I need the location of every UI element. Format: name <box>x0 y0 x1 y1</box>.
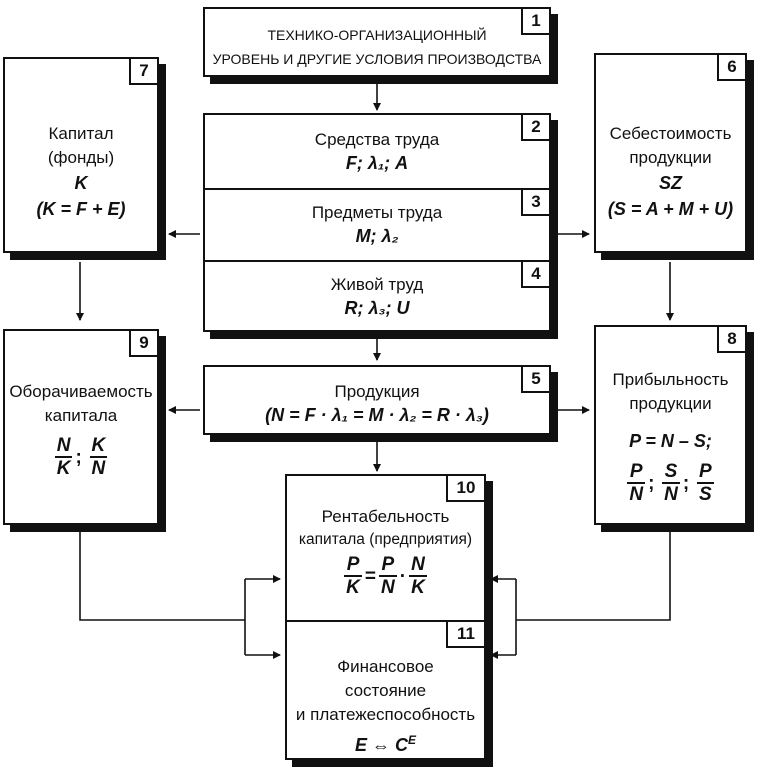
separator <box>205 188 549 190</box>
box-4-title: Живой труд <box>330 275 424 294</box>
box-8-line-1: Прибыльность <box>612 370 729 389</box>
box-3-formula: M; λ₂ <box>355 226 399 246</box>
box-7-line-1: Капитал <box>48 124 114 143</box>
box-7-line-2: (фонды) <box>47 148 115 167</box>
box-10-line-1: Рентабельность <box>321 507 450 526</box>
formula-text: E ⇔ C <box>354 735 408 755</box>
box-number: 5 <box>521 365 551 393</box>
denominator: K <box>346 577 360 598</box>
box-1-line-1: ТЕХНИКО-ОРГАНИЗАЦИОННЫЙ <box>267 27 487 43</box>
box-2-3-4-resources: 2 Средства труда F; λ₁; A 3 Предметы тру… <box>203 113 551 332</box>
ratio-p-over-s: P S <box>696 461 714 505</box>
box-1-conditions: 1 ТЕХНИКО-ОРГАНИЗАЦИОННЫЙ УРОВЕНЬ И ДРУГ… <box>203 7 551 77</box>
box-6-cost: 6 Себестоимость продукции SZ (S = A + M … <box>594 53 747 253</box>
ratio-p-over-n: P N <box>627 461 646 505</box>
ratio-p-over-k: P K <box>344 554 362 598</box>
box-6-line-2: продукции <box>629 148 712 167</box>
line-8-to-10-11 <box>516 530 671 621</box>
box-11-line-3: и платежеспособность <box>295 705 476 724</box>
numerator: P <box>379 554 397 577</box>
ratio-n-over-k: N K <box>54 435 73 479</box>
box-9-ratios: N K ; K N <box>5 435 157 479</box>
denominator: K <box>411 577 425 598</box>
box-8-formula: P = N – S; <box>629 431 712 451</box>
denominator: S <box>698 484 712 505</box>
box-number-11: 11 <box>446 620 486 648</box>
numerator: K <box>89 435 108 458</box>
box-9-line-1: Оборачиваемость <box>9 382 153 401</box>
box-10-formula: P K = P N · N K <box>287 554 484 598</box>
box-number: 9 <box>129 329 159 357</box>
box-5-title: Продукция <box>334 382 420 401</box>
equals-sign: = <box>364 565 377 587</box>
box-number-4: 4 <box>521 260 551 288</box>
box-11-line-1: Финансовое <box>337 657 434 676</box>
numerator: N <box>54 435 73 458</box>
box-6-formula: (S = A + M + U) <box>607 199 734 219</box>
box-9-line-2: капитала <box>44 406 118 425</box>
numerator: N <box>409 554 427 577</box>
separator-semicolon: ; <box>648 472 655 494</box>
box-number: 7 <box>129 57 159 85</box>
box-number: 8 <box>717 325 747 353</box>
denominator: N <box>381 577 395 598</box>
box-number-10: 10 <box>446 474 486 502</box>
box-number-2: 2 <box>521 113 551 141</box>
box-8-profitability: 8 Прибыльность продукции P = N – S; P N … <box>594 325 747 525</box>
denominator: K <box>56 458 71 479</box>
box-6-symbol: SZ <box>658 173 682 193</box>
box-number: 1 <box>521 7 551 35</box>
box-7-symbol: K <box>74 173 88 193</box>
box-11-line-2: состояние <box>344 681 427 700</box>
ratio-n-over-k: N K <box>409 554 427 598</box>
box-8-ratios: P N ; S N ; P S <box>596 461 745 505</box>
box-7-capital: 7 Капитал (фонды) K (K = F + E) <box>3 57 159 253</box>
box-2-title: Средства труда <box>314 130 440 149</box>
box-10-11-results: 10 Рентабельность капитала (предприятия)… <box>285 474 486 760</box>
box-7-formula: (K = F + E) <box>36 199 126 219</box>
box-3-title: Предметы труда <box>311 203 443 222</box>
separator <box>287 620 484 622</box>
ratio-p-over-n: P N <box>379 554 397 598</box>
ratio-k-over-n: K N <box>89 435 108 479</box>
box-number: 6 <box>717 53 747 81</box>
box-11-formula: E ⇔ CE <box>287 730 484 756</box>
box-6-line-1: Себестоимость <box>609 124 732 143</box>
separator-semicolon: ; <box>682 472 690 494</box>
denominator: N <box>629 484 644 505</box>
box-2-formula: F; λ₁; A <box>345 153 409 173</box>
formula-superscript: E <box>408 733 417 747</box>
box-9-turnover: 9 Оборачиваемость капитала N K ; K N <box>3 329 159 525</box>
box-8-line-2: продукции <box>629 394 712 413</box>
box-1-line-2: УРОВЕНЬ И ДРУГИЕ УСЛОВИЯ ПРОИЗВОДСТВА <box>212 51 542 67</box>
ratio-s-over-n: S N <box>662 461 680 505</box>
separator-semicolon: ; <box>75 446 82 468</box>
multiply-dot: · <box>399 565 407 587</box>
numerator: S <box>662 461 680 484</box>
numerator: P <box>344 554 362 577</box>
denominator: N <box>664 484 678 505</box>
box-4-formula: R; λ₃; U <box>344 298 410 318</box>
separator <box>205 260 549 262</box>
numerator: P <box>627 461 646 484</box>
box-5-formula: (N = F · λ₁ = M · λ₂ = R · λ₃) <box>265 405 489 425</box>
box-number-3: 3 <box>521 188 551 216</box>
box-10-line-2: капитала (предприятия) <box>298 531 473 548</box>
denominator: N <box>91 458 106 479</box>
line-9-to-10-11 <box>79 530 245 621</box>
numerator: P <box>696 461 714 484</box>
box-5-production: 5 Продукция (N = F · λ₁ = M · λ₂ = R · λ… <box>203 365 551 435</box>
